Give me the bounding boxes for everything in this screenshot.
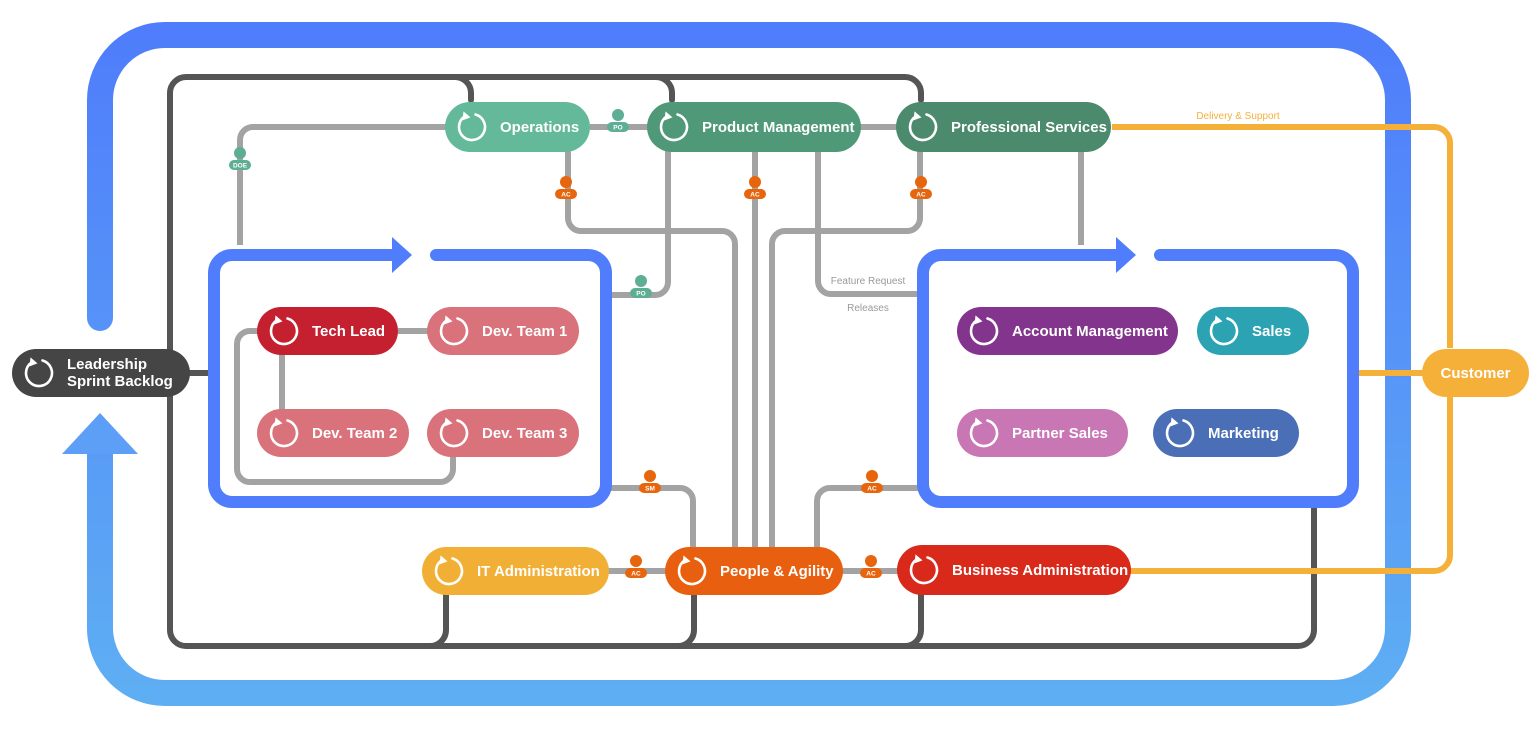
node-operations[interactable]: Operations — [445, 102, 590, 152]
node-services[interactable]: Professional Services — [896, 102, 1111, 152]
node-bizadmin[interactable]: Business Administration — [897, 545, 1131, 595]
node-label: Dev. Team 2 — [312, 425, 397, 442]
node-label: IT Administration — [477, 563, 600, 580]
cycle-icon — [909, 554, 939, 585]
node-label: Business Administration — [952, 562, 1128, 579]
person-icon — [560, 176, 572, 188]
inner-frames — [208, 237, 1359, 508]
person-icon — [865, 555, 877, 567]
node-label: Account Management — [1012, 323, 1168, 340]
role-badge-ac-ps: AC — [910, 176, 932, 199]
node-dev1[interactable]: Dev. Team 1 — [427, 307, 579, 355]
edge-label-feature-request: Feature Request — [831, 276, 906, 287]
node-label: Leadership — [67, 356, 147, 373]
node-product[interactable]: Product Management — [647, 102, 861, 152]
node-label: Dev. Team 1 — [482, 323, 567, 340]
role-badge-label: PO — [613, 124, 622, 131]
role-badge-po-mid: PO — [630, 275, 652, 298]
cycle-icon — [457, 111, 487, 142]
cycle-icon — [969, 417, 999, 448]
node-itadmin[interactable]: IT Administration — [422, 547, 609, 595]
cycle-icon — [1209, 315, 1239, 346]
node-marketing[interactable]: Marketing — [1153, 409, 1299, 457]
person-icon — [866, 470, 878, 482]
person-icon — [635, 275, 647, 287]
person-icon — [915, 176, 927, 188]
node-label: Tech Lead — [312, 323, 385, 340]
role-badge-label: SM — [645, 485, 655, 492]
cycle-icon — [269, 315, 299, 346]
cycle-icon — [269, 417, 299, 448]
role-badge-ac-it: AC — [625, 555, 647, 578]
outer-loop-arrowhead — [62, 413, 138, 454]
customer-lines — [1112, 124, 1453, 574]
node-label: Partner Sales — [1012, 425, 1108, 442]
node-customer[interactable]: Customer — [1422, 349, 1529, 397]
node-label: Product Management — [702, 119, 855, 136]
node-dev2[interactable]: Dev. Team 2 — [257, 409, 409, 457]
person-icon — [612, 109, 624, 121]
person-icon — [234, 147, 246, 159]
role-badge-label: AC — [750, 191, 760, 198]
role-badge-label: DOE — [233, 162, 248, 169]
node-label: Customer — [1440, 365, 1510, 382]
edge-label-releases: Releases — [847, 303, 889, 314]
node-people[interactable]: People & Agility — [665, 547, 843, 595]
role-badge-ac-right: AC — [861, 470, 883, 493]
person-icon — [644, 470, 656, 482]
cycle-icon — [659, 111, 689, 142]
role-badge-doe: DOE — [229, 147, 251, 170]
role-badge-sm: SM — [639, 470, 661, 493]
role-badges: PO DOE PO AC AC AC SM AC AC AC — [229, 109, 932, 578]
role-badge-label: AC — [867, 485, 877, 492]
cycle-icon — [434, 555, 464, 586]
structure-lines — [167, 74, 1317, 649]
role-badge-po-top: PO — [607, 109, 629, 132]
node-label: Professional Services — [951, 119, 1107, 136]
role-badge-label: AC — [631, 570, 641, 577]
cycle-icon — [24, 357, 54, 388]
outer-loop-frame — [87, 22, 1411, 706]
node-account[interactable]: Account Management — [957, 307, 1178, 355]
role-badge-ac-pm: AC — [744, 176, 766, 199]
person-icon — [749, 176, 761, 188]
node-dev3[interactable]: Dev. Team 3 — [427, 409, 579, 457]
node-label: Sprint Backlog — [67, 373, 173, 390]
cycle-icon — [908, 111, 938, 142]
role-badge-label: PO — [636, 290, 645, 297]
node-label: Operations — [500, 119, 579, 136]
role-badge-ac-biz: AC — [860, 555, 882, 578]
node-label: Marketing — [1208, 425, 1279, 442]
node-partner[interactable]: Partner Sales — [957, 409, 1128, 457]
role-badge-label: AC — [916, 191, 926, 198]
node-label: Sales — [1252, 323, 1291, 340]
cycle-icon — [677, 555, 707, 586]
role-badge-label: AC — [561, 191, 571, 198]
node-label: Dev. Team 3 — [482, 425, 567, 442]
node-techlead[interactable]: Tech Lead — [257, 307, 398, 355]
cycle-icon — [1165, 417, 1195, 448]
cycle-icon — [439, 315, 469, 346]
cycle-icon — [969, 315, 999, 346]
person-icon — [630, 555, 642, 567]
cycle-icon — [439, 417, 469, 448]
node-sales[interactable]: Sales — [1197, 307, 1309, 355]
role-badge-ac-ops: AC — [555, 176, 577, 199]
node-label: People & Agility — [720, 563, 834, 580]
role-badge-label: AC — [866, 570, 876, 577]
edge-label-delivery-support: Delivery & Support — [1196, 111, 1280, 122]
